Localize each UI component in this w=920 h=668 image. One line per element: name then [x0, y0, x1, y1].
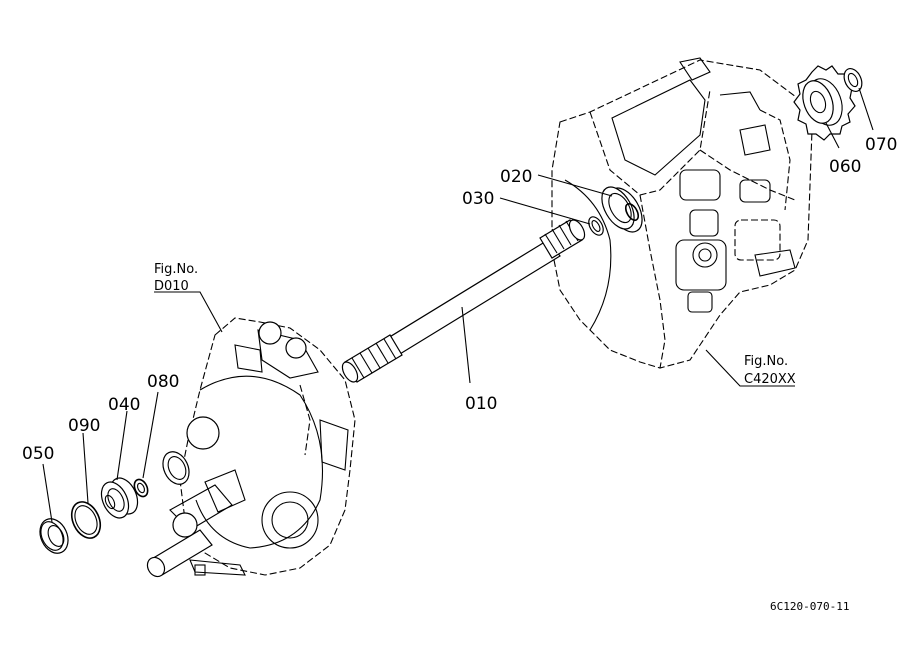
- circlip-090: [70, 501, 102, 539]
- fig-ref-c420xx-number: C420XX: [744, 372, 796, 387]
- fig-ref-d010-caption: Fig.No.: [154, 262, 198, 277]
- bearing-040: [100, 477, 139, 519]
- shaft-010: [341, 219, 586, 383]
- part-label-090: 090: [68, 416, 100, 436]
- fig-ref-c420xx-caption: Fig.No.: [744, 354, 788, 369]
- fig-ref-d010-number: D010: [154, 279, 189, 294]
- drawing-code: 6C120-070-11: [770, 600, 849, 613]
- transmission-case-right: [551, 57, 813, 369]
- part-label-080: 080: [147, 372, 179, 392]
- part-label-040: 040: [108, 395, 140, 415]
- part-label-070: 070: [865, 135, 897, 155]
- bearing-020: [601, 186, 643, 233]
- transmission-case-left: [146, 317, 356, 578]
- part-label-030: 030: [462, 189, 494, 209]
- part-label-020: 020: [500, 167, 532, 187]
- gear-060: [793, 65, 856, 141]
- circlip-070: [843, 68, 863, 92]
- seal-ring-left: [162, 451, 190, 485]
- circlip-030: [588, 216, 604, 236]
- oil-seal-050: [39, 518, 69, 554]
- part-label-050: 050: [22, 444, 54, 464]
- part-label-060: 060: [829, 157, 861, 177]
- o-ring-080: [133, 478, 149, 498]
- part-label-010: 010: [465, 394, 497, 414]
- leader-lines: [42, 87, 874, 523]
